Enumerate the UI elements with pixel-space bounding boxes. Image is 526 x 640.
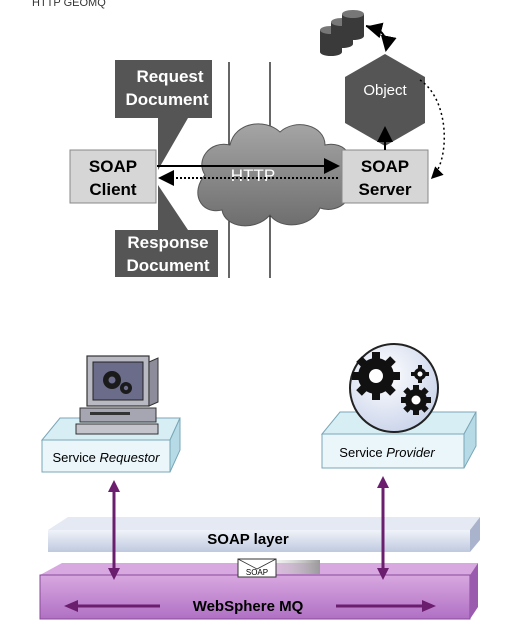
object-hexagon	[345, 54, 425, 146]
service-provider-prefix: Service	[339, 445, 386, 460]
websphere-mq-label: WebSphere MQ	[193, 598, 304, 615]
response-document-box	[115, 185, 218, 277]
soap-client-label-2: Client	[89, 180, 137, 199]
mq-bar-side	[470, 563, 478, 619]
response-document-label-2: Document	[126, 256, 209, 275]
gears-sphere-icon	[349, 343, 439, 433]
request-document-label-1: Request	[136, 67, 203, 86]
top-caption: HTTP GEOMQ	[32, 0, 106, 9]
service-provider-label: Service Provider	[339, 445, 435, 460]
soap-client-box	[69, 149, 157, 204]
provider-platform-side	[463, 411, 477, 469]
requestor-platform-side	[169, 417, 181, 473]
soap-server-box	[341, 149, 429, 204]
provider-platform-front	[321, 433, 465, 469]
soap-envelope-flap	[237, 558, 277, 570]
requestor-connector-bottom-arrow	[108, 568, 120, 580]
mq-right-arrow-head	[422, 600, 436, 612]
soap-layer-top	[48, 517, 480, 530]
soap-client-label-1: SOAP	[89, 157, 137, 176]
websphere-mq-diagram: WebSphere MQ SOAP SOAP layer Service Req…	[39, 343, 480, 620]
service-requestor-prefix: Service	[53, 450, 100, 465]
soap-http-diagram: Request Document Response Document SOAP …	[69, 10, 446, 278]
http-label: HTTP	[231, 166, 275, 185]
object-label: Object	[363, 82, 407, 99]
soap-layer-side	[470, 517, 480, 552]
soap-layer	[48, 530, 470, 552]
soap-server-label-1: SOAP	[361, 157, 409, 176]
provider-connector-top-arrow	[377, 476, 389, 488]
service-provider-emphasis: Provider	[386, 445, 435, 460]
request-document-label-2: Document	[125, 90, 208, 109]
db-object-arrow	[365, 25, 397, 52]
requestor-connector-top-arrow	[108, 480, 120, 492]
service-requestor-label: Service Requestor	[53, 450, 161, 465]
provider-connector-bottom-arrow	[377, 568, 389, 580]
service-requestor-emphasis: Requestor	[99, 450, 160, 465]
soap-envelope-label: SOAP	[246, 568, 268, 577]
computer-icon	[75, 355, 159, 435]
request-document-box	[115, 60, 212, 170]
response-document-label-1: Response	[127, 233, 208, 252]
mq-bar	[39, 574, 471, 620]
soap-envelope	[237, 558, 277, 578]
mq-left-arrow-head	[64, 600, 78, 612]
requestor-platform-front	[41, 439, 171, 473]
database-icon	[320, 10, 364, 56]
soap-layer-label: SOAP layer	[207, 531, 289, 548]
soap-server-label-2: Server	[359, 180, 412, 199]
object-db-arrow	[366, 22, 384, 39]
